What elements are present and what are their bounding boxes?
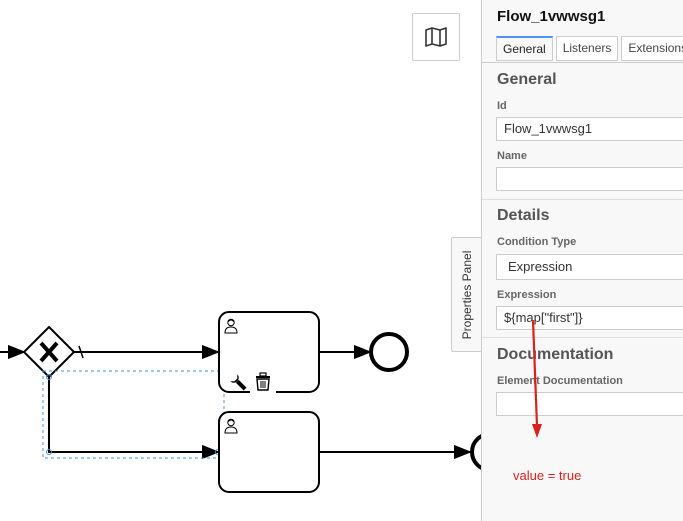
panel-title: Flow_1vwwsg1 [497, 8, 606, 25]
tabs-divider [482, 62, 683, 63]
sequence-flow-selected[interactable] [48, 377, 220, 460]
end-event-2[interactable] [470, 434, 481, 470]
section-divider [482, 337, 683, 338]
exclusive-gateway[interactable] [22, 325, 76, 379]
properties-panel: Flow_1vwwsg1 General Listeners Extension… [481, 0, 683, 521]
section-heading-documentation: Documentation [497, 346, 614, 363]
section-divider [482, 199, 683, 200]
section-heading-general: General [497, 71, 557, 88]
properties-panel-toggle[interactable]: Properties Panel [451, 237, 481, 352]
bendpoint-handle[interactable] [46, 374, 52, 380]
expression-label: Expression [497, 289, 557, 301]
section-heading-details: Details [497, 207, 550, 224]
default-flow-marker [78, 345, 84, 359]
element-documentation-label: Element Documentation [497, 375, 623, 387]
element-documentation-field[interactable] [496, 392, 683, 416]
name-label: Name [497, 150, 527, 162]
id-field[interactable]: Flow_1vwwsg1 [496, 117, 683, 141]
wrench-icon[interactable] [230, 374, 248, 392]
expression-field[interactable]: ${map["first"]} [496, 306, 683, 330]
selection-outline [42, 370, 225, 459]
end-event-1[interactable] [369, 332, 409, 372]
tab-general[interactable]: General [496, 36, 553, 61]
tab-listeners[interactable]: Listeners [555, 36, 619, 61]
panel-tabs: General Listeners Extensions [496, 36, 683, 61]
name-field[interactable] [496, 167, 683, 191]
context-pad [230, 372, 276, 394]
trash-icon[interactable] [250, 372, 276, 394]
bendpoint-handle[interactable] [46, 449, 52, 455]
map-icon [425, 27, 447, 47]
properties-panel-toggle-label: Properties Panel [459, 250, 474, 339]
diagram-canvas[interactable] [0, 0, 481, 521]
annotation-text: value = true [513, 468, 582, 483]
id-label: Id [497, 100, 507, 112]
tab-extensions[interactable]: Extensions [621, 36, 683, 61]
user-task-2[interactable] [218, 411, 320, 493]
condition-type-select[interactable]: Expression [496, 254, 683, 280]
bpmn-diagram[interactable] [0, 0, 481, 521]
condition-type-label: Condition Type [497, 236, 577, 248]
minimap-toggle-button[interactable] [412, 13, 460, 61]
